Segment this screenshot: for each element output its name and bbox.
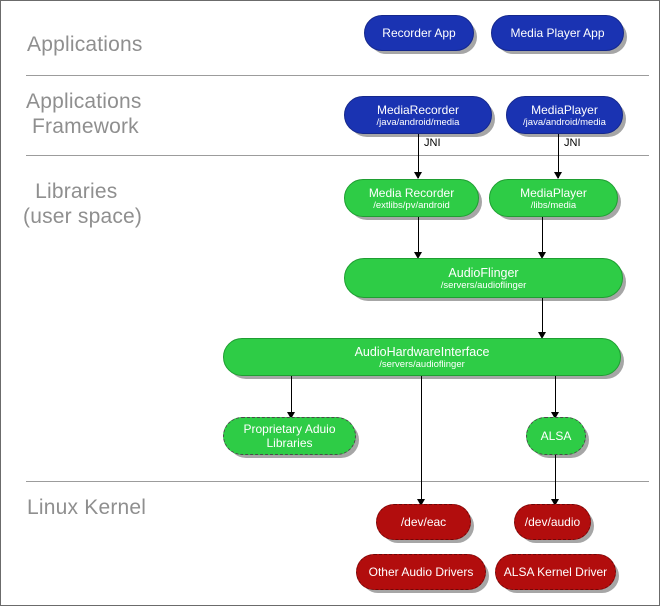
arrowhead-mediaplayer-lib-to-audioflinger [538, 252, 546, 259]
connector-mediaplayer-lib-to-audioflinger [542, 217, 543, 255]
connector-mediarecorder-lib-to-audioflinger [418, 217, 419, 255]
connector-audiohw-to-alsa [555, 376, 556, 415]
connector-mediaplayer-to-lib [558, 134, 559, 178]
node-proprietary-audio-libraries[interactable]: Proprietary Aduio Libraries [223, 417, 356, 455]
node-title: /dev/eac [400, 515, 447, 529]
connector-alsa-to-dev-audio [555, 455, 556, 502]
node-mediarecorder-framework[interactable]: MediaRecorder /java/android/media [344, 96, 492, 134]
edge-label-jni-left: JNI [424, 137, 441, 149]
node-title: ALSA [540, 429, 572, 443]
node-title: MediaPlayer [520, 185, 587, 200]
connector-audioflinger-to-audiohw [542, 298, 543, 335]
node-subtitle: Libraries [266, 436, 313, 450]
node-dev-eac[interactable]: /dev/eac [376, 504, 471, 540]
arrowhead-audiohw-to-proprietary [287, 412, 295, 419]
node-dev-audio[interactable]: /dev/audio [514, 504, 591, 540]
connector-audiohw-to-dev-eac [421, 376, 422, 502]
node-title: /dev/audio [524, 515, 581, 529]
node-title: AudioFlinger [448, 265, 519, 280]
node-subtitle: /extlibs/pv/android [373, 199, 450, 211]
node-subtitle: /java/android/media [376, 116, 460, 128]
arrowhead-mediarecorder-to-lib [414, 172, 422, 179]
node-mediaplayer-library[interactable]: MediaPlayer /libs/media [489, 179, 618, 217]
node-title: Other Audio Drivers [368, 565, 474, 579]
connector-mediarecorder-to-lib [418, 134, 419, 178]
node-recorder-app[interactable]: Recorder App [364, 15, 474, 51]
node-title: Media Recorder [368, 185, 455, 200]
node-media-player-app[interactable]: Media Player App [491, 15, 624, 51]
node-alsa-kernel-driver[interactable]: ALSA Kernel Driver [495, 554, 616, 590]
node-title: Recorder App [382, 26, 456, 40]
node-audiohardwareinterface[interactable]: AudioHardwareInterface /servers/audiofli… [223, 338, 621, 376]
node-other-audio-drivers[interactable]: Other Audio Drivers [356, 554, 486, 590]
layer-label-applications: Applications [27, 33, 143, 56]
node-title: MediaPlayer [531, 102, 598, 117]
arrowhead-audioflinger-to-audiohw [538, 332, 546, 339]
connector-audiohw-to-proprietary [291, 376, 292, 415]
node-title: ALSA Kernel Driver [503, 565, 608, 579]
layer-label-applications-framework: Applications Framework [26, 90, 142, 138]
node-subtitle: /servers/audioflinger [379, 358, 465, 370]
arrowhead-mediaplayer-to-lib [554, 172, 562, 179]
arrowhead-mediarecorder-lib-to-audioflinger [414, 252, 422, 259]
layer-label-linux-kernel: Linux Kernel [27, 496, 147, 519]
node-media-recorder-library[interactable]: Media Recorder /extlibs/pv/android [344, 179, 479, 217]
layer-label-libraries: Libraries (user space) [23, 180, 143, 228]
node-mediaplayer-framework[interactable]: MediaPlayer /java/android/media [506, 96, 623, 134]
node-title: Proprietary Aduio [243, 422, 336, 436]
node-alsa[interactable]: ALSA [526, 417, 586, 455]
node-title: AudioHardwareInterface [354, 344, 490, 359]
node-subtitle: /servers/audioflinger [440, 279, 527, 291]
arrowhead-audiohw-to-dev-eac [417, 499, 425, 506]
node-subtitle: /java/android/media [523, 116, 606, 128]
divider-applications [26, 75, 649, 76]
node-title: MediaRecorder [376, 102, 460, 117]
node-title: Media Player App [510, 26, 605, 40]
divider-libraries [26, 481, 649, 482]
arrowhead-alsa-to-dev-audio [551, 499, 559, 506]
divider-framework [26, 155, 649, 156]
node-subtitle: /libs/media [530, 199, 577, 211]
arrowhead-audiohw-to-alsa [551, 412, 559, 419]
edge-label-jni-right: JNI [564, 137, 581, 149]
node-audioflinger[interactable]: AudioFlinger /servers/audioflinger [344, 258, 623, 298]
